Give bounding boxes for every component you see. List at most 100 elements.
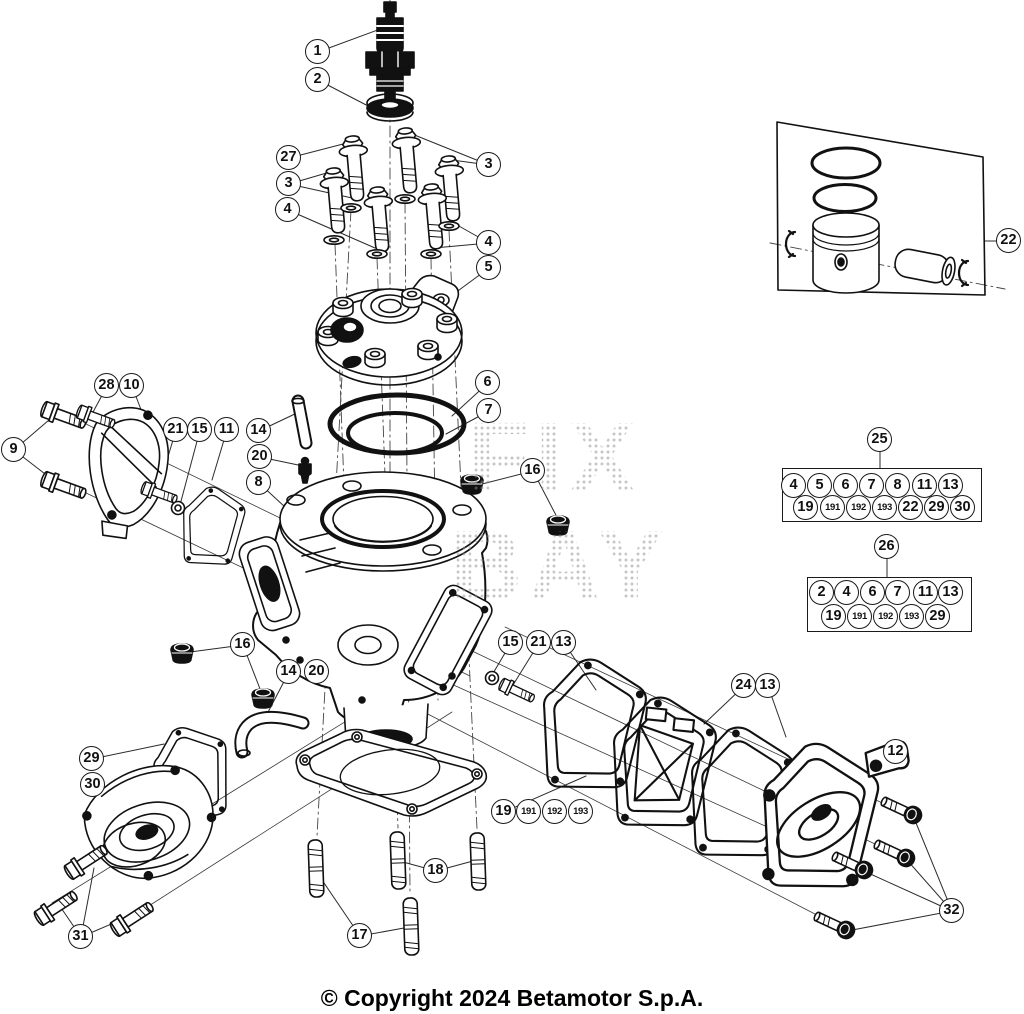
callout-20: 20 [247,444,272,469]
callout-4: 4 [476,230,501,255]
bolt-32a [877,792,926,828]
callout-3: 3 [476,152,501,177]
callout-15: 15 [187,417,212,442]
washer-15 [170,500,186,516]
callout-29: 29 [925,604,950,629]
callout-32: 32 [939,898,964,923]
piston-ring-1 [810,146,882,180]
check-valve-top [298,456,312,484]
callout-30: 30 [80,772,105,797]
callout-192: 192 [846,495,871,520]
pv-cover-30 [82,764,217,881]
vent-hose-bottom [234,710,310,759]
callout-14: 14 [246,418,271,443]
spark-plug-seal [366,93,414,122]
callout-193: 193 [568,799,593,824]
bolt-31b [31,885,82,929]
callout-16: 16 [230,632,255,657]
callout-27: 27 [276,145,301,170]
callout-22: 22 [996,228,1021,253]
callout-29: 29 [924,495,949,520]
watermark-line1: FIX [468,402,642,514]
nut-16d [251,688,275,709]
base-gasket [295,728,488,817]
reed-cover-12 [762,740,910,888]
callout-14: 14 [276,659,301,684]
callout-15: 15 [498,630,523,655]
callout-191: 191 [516,799,541,824]
nut-16c [170,643,194,664]
cylinder-head [315,274,463,386]
spark-plug [365,1,415,104]
bolt-31c [107,896,158,940]
head-bolts [318,125,469,254]
callout-30: 30 [950,495,975,520]
piston [812,212,880,294]
callout-25: 25 [867,427,892,452]
callout-13: 13 [938,473,963,498]
stud-18b [469,831,487,892]
piston-ring-2 [812,183,878,213]
callout-10: 10 [119,373,144,398]
legend-box-25 [782,468,982,522]
callout-193: 193 [899,604,924,629]
callout-13: 13 [938,580,963,605]
head-o-ring-inner [346,411,444,455]
callout-191: 191 [847,604,872,629]
callout-8: 8 [246,470,271,495]
reed-seat [403,584,493,696]
callout-5: 5 [807,473,832,498]
callout-191: 191 [820,495,845,520]
callout-13: 13 [755,673,780,698]
bolt-32d [810,907,859,943]
callout-13: 13 [551,630,576,655]
stud-17a [307,838,325,899]
callout-7: 7 [859,473,884,498]
callout-192: 192 [542,799,567,824]
callout-8: 8 [885,473,910,498]
circlip-right [957,258,970,288]
callout-192: 192 [873,604,898,629]
callout-6: 6 [475,370,500,395]
callout-11: 11 [912,473,937,498]
reed-block-24 [604,692,721,834]
callout-19: 19 [821,604,846,629]
callout-24: 24 [731,673,756,698]
callout-7: 7 [885,580,910,605]
exhaust-flange [238,536,301,632]
vent-hose-top [291,394,313,450]
wrist-pin [894,248,956,286]
callout-26: 26 [874,534,899,559]
callout-1: 1 [305,39,330,64]
circlip-left [784,229,797,259]
callout-29: 29 [79,746,104,771]
piston-kit-box [776,121,986,296]
watermark: FIX BAY [450,402,670,622]
copyright-text: © Copyright 2024 Betamotor S.p.A. [320,985,704,1011]
callout-21: 21 [163,417,188,442]
callout-20: 20 [304,659,329,684]
callout-12: 12 [883,739,908,764]
callout-7: 7 [476,398,501,423]
callout-17: 17 [347,923,372,948]
washer-15b [484,670,500,686]
callout-6: 6 [833,473,858,498]
callout-19: 19 [793,495,818,520]
callout-11: 11 [214,417,239,442]
bolt-21b [496,675,538,707]
callout-5: 5 [476,255,501,280]
reed-gasket-13a [534,654,651,796]
callout-28: 28 [94,373,119,398]
bolt-9b [37,468,90,504]
callout-2: 2 [305,67,330,92]
bolt-32b [870,835,919,871]
callout-22: 22 [898,495,923,520]
watermark-line2: BAY [450,510,670,622]
callout-4: 4 [834,580,859,605]
stud-18a [389,830,407,891]
callout-31: 31 [68,924,93,949]
legend-box-26 [807,577,972,632]
callout-4: 4 [275,197,300,222]
